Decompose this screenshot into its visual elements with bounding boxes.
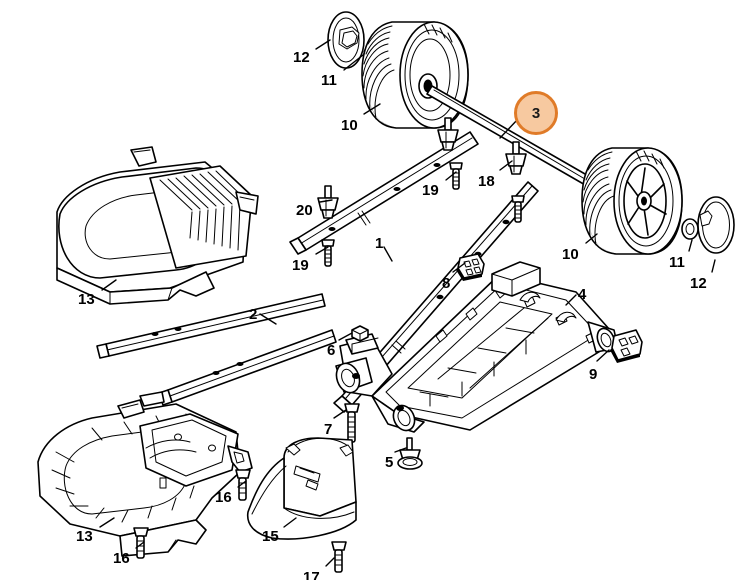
label-20-leader [319,199,333,203]
label-1: 1 [375,235,384,252]
label-8-leader [452,262,466,273]
label-4-leader [565,294,577,306]
label-18-leader [499,160,513,171]
label-13-lower-leader [99,517,115,528]
label-2-leader [259,313,277,325]
label-19-upper-leader [315,246,329,255]
deck-cover-lower-13 [37,391,253,557]
screw-19c [511,195,525,223]
adjuster-rod-2b [158,329,337,406]
screw-17 [331,541,347,573]
label-15: 15 [262,528,279,545]
deflector-shield-15 [246,437,357,540]
label-10-right-leader [585,233,598,244]
label-13-lower: 13 [76,528,93,545]
label-11-left-leader [343,54,364,71]
label-6-leader [338,332,353,341]
adjuster-rod-2 [96,293,326,359]
label-16-lower: 16 [113,550,130,567]
label-15-leader [283,517,297,528]
label-6: 6 [327,342,336,359]
highlighted-part-callout-3[interactable]: 3 [514,91,558,135]
label-19-mid-leader [445,171,457,181]
label-9-leader [596,349,610,362]
bolt-7 [344,403,360,443]
label-12-right: 12 [690,275,707,292]
label-16-right-leader [237,480,247,488]
label-13-upper: 13 [78,291,95,308]
label-13-upper-leader [101,279,117,291]
label-11-right-leader [688,239,693,252]
label-18: 18 [478,173,495,190]
label-12-right-leader [711,259,716,273]
label-4: 4 [578,286,587,303]
label-5-leader [394,447,407,453]
screw-16b [133,527,149,559]
screw-16a [235,469,251,501]
label-16-lower-leader [135,541,145,549]
label-10-right: 10 [562,246,579,263]
label-1-leader [383,246,393,262]
label-19-mid: 19 [422,182,439,199]
label-11-right: 11 [669,254,685,271]
label-5: 5 [385,454,394,471]
label-12-left-leader [315,39,331,50]
screw-19a [321,239,335,267]
adjuster-rod-1 [289,131,479,255]
label-10-left: 10 [341,117,358,134]
clip-9 [610,329,643,363]
label-10-left-leader [363,103,381,115]
pivot-stud-18 [505,141,527,175]
wheel-assembly-right [581,147,735,255]
label-17-leader [325,557,335,567]
deck-cover-upper-13 [56,146,259,305]
wheel-assembly-left [327,11,469,129]
label-9: 9 [589,366,598,383]
label-8: 8 [442,275,451,292]
label-11-left: 11 [321,72,337,89]
leveling-knob-5 [397,437,423,470]
label-19-upper: 19 [292,257,309,274]
nut-6 [351,325,369,342]
chassis-frame-4 [335,261,619,433]
label-2: 2 [249,306,258,323]
label-7-leader [333,409,347,419]
label-12-left: 12 [293,49,310,66]
label-20: 20 [296,202,313,219]
label-17: 17 [303,569,320,580]
pivot-stud-18b [437,117,459,151]
leader-lines [99,39,716,567]
label-7: 7 [324,421,333,438]
callout-number: 3 [531,104,541,122]
label-16-right: 16 [215,489,232,506]
